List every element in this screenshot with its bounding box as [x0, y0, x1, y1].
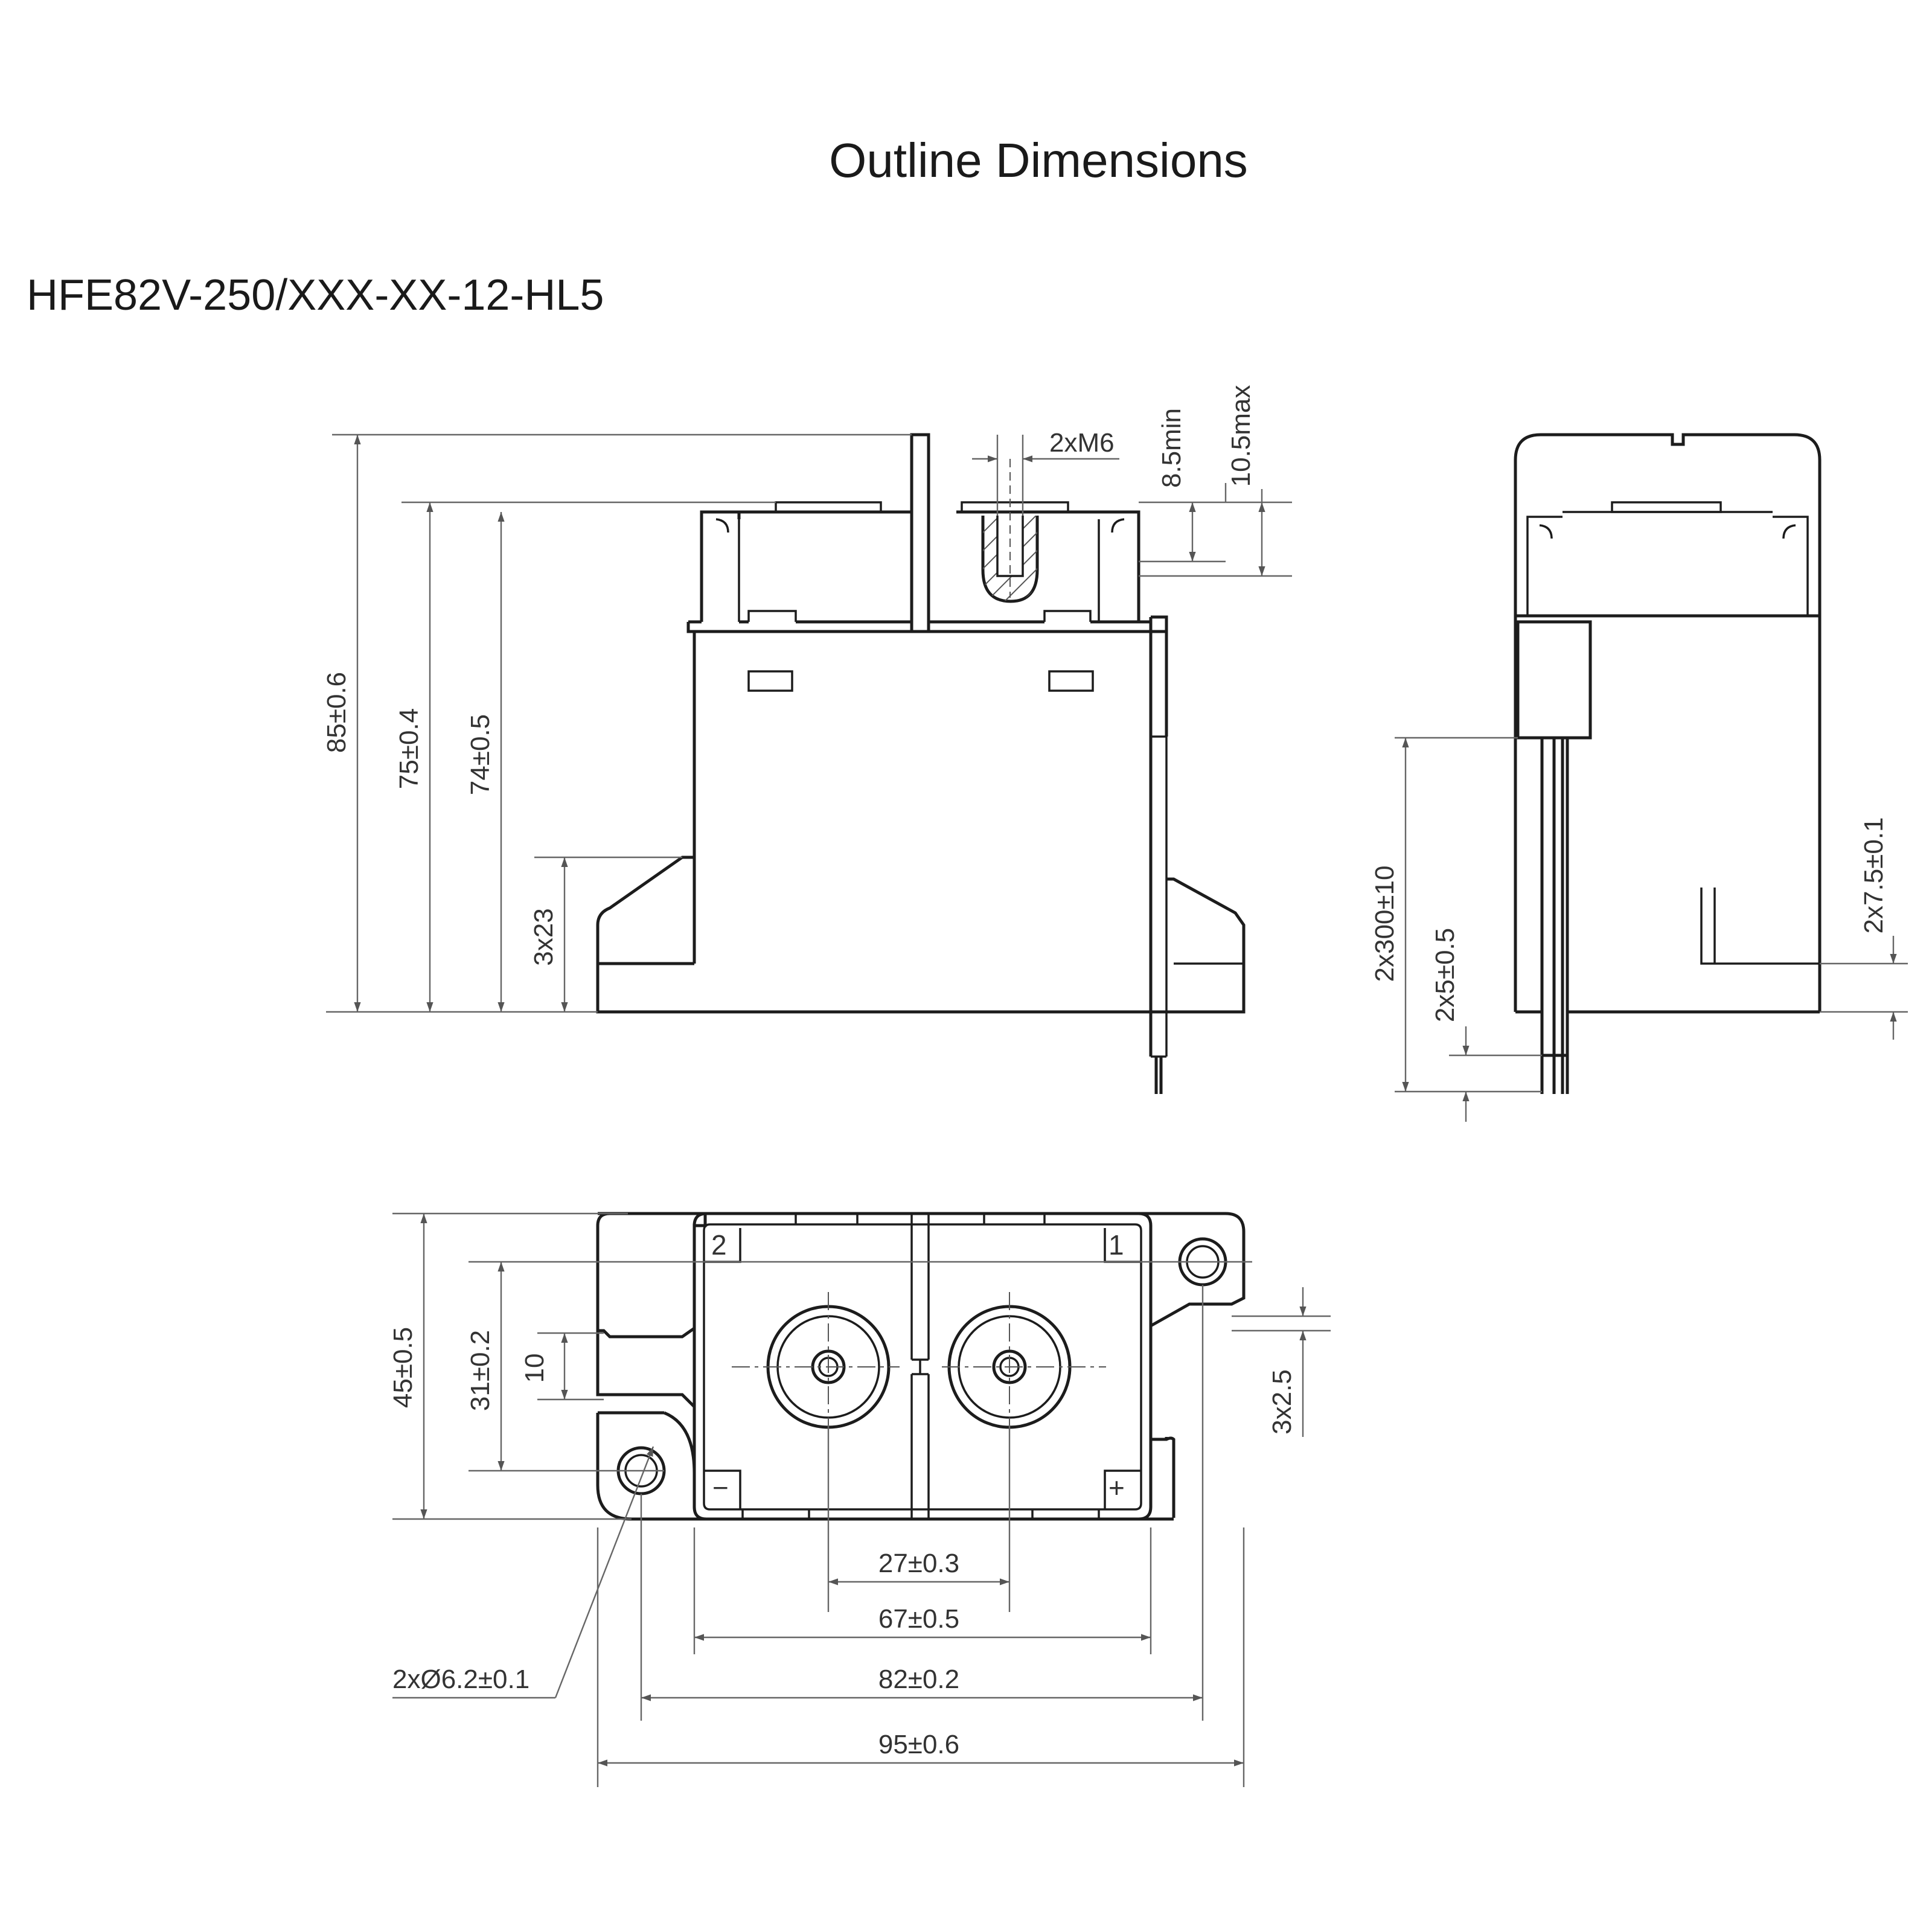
dim-hole-spacing-y: 31±0.2	[465, 1330, 495, 1411]
dim-lead-strip: 2x5±0.5	[1430, 928, 1460, 1022]
dim-body-width: 67±0.5	[878, 1604, 959, 1634]
terminal-mark-1: 1	[1108, 1229, 1124, 1261]
front-view-dimensions: 85±0.6 75±0.4 74±0.5 3x23 2xM6 8.5min 10…	[322, 385, 1292, 1013]
dim-height-total: 85±0.6	[322, 672, 351, 753]
dim-slot-width: 10	[520, 1354, 549, 1383]
terminal-mark-minus: −	[712, 1472, 729, 1503]
dim-thread: 2xM6	[1049, 428, 1115, 458]
model-number: HFE82V-250/XXX-XX-12-HL5	[27, 271, 604, 319]
dim-depth-total: 45±0.5	[388, 1327, 418, 1408]
dim-thread-depth-min: 8.5min	[1157, 408, 1186, 488]
dim-thread-depth-max: 10.5max	[1226, 385, 1256, 487]
bottom-view-dimensions: 45±0.5 31±0.2 10 3x2.5 27±0.3 67±0.5 82±…	[388, 1212, 1331, 1787]
dim-flange-thickness: 3x2.5	[1267, 1369, 1297, 1435]
side-view	[1514, 433, 1822, 1094]
dim-width-total: 95±0.6	[878, 1730, 959, 1759]
dim-height-top: 75±0.4	[394, 708, 424, 789]
dim-hole-spacing-x: 82±0.2	[878, 1665, 959, 1694]
side-view-dimensions: 2x300±10 2x5±0.5 2x7.5±0.1	[1370, 737, 1908, 1122]
terminal-mark-2: 2	[711, 1229, 727, 1261]
dim-hole-diameter: 2xØ6.2±0.1	[392, 1665, 529, 1694]
front-view	[596, 433, 1246, 1094]
dim-flange-height: 3x23	[529, 908, 558, 965]
dim-foot-height: 2x7.5±0.1	[1859, 817, 1889, 934]
terminal-mark-plus: +	[1108, 1472, 1125, 1503]
dim-terminal-pitch: 27±0.3	[878, 1549, 959, 1578]
bottom-view: 2 1 − +	[596, 1212, 1246, 1521]
dim-lead-length: 2x300±10	[1370, 866, 1399, 982]
dim-height-body: 74±0.5	[465, 714, 495, 795]
page-title: Outline Dimensions	[829, 133, 1248, 187]
